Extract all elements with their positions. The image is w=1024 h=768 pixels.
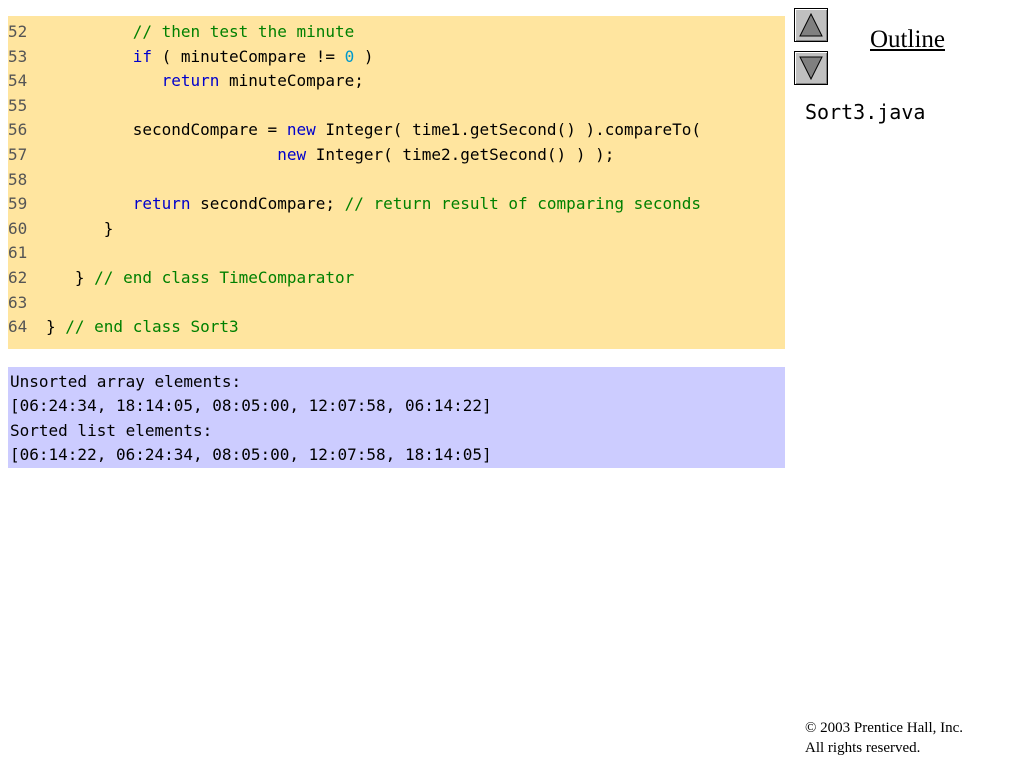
line-number: 52 bbox=[8, 22, 28, 41]
code-line: 59 return secondCompare; // return resul… bbox=[8, 192, 701, 216]
triangle-down-icon bbox=[799, 56, 823, 81]
code-token: 0 bbox=[344, 46, 355, 66]
code-line: 62 } // end class TimeComparator bbox=[8, 266, 354, 290]
output-line: [06:14:22, 06:24:34, 08:05:00, 12:07:58,… bbox=[10, 445, 492, 464]
code-line: 64} // end class Sort3 bbox=[8, 315, 239, 339]
output-line: Sorted list elements: bbox=[10, 421, 213, 440]
code-line: 58 bbox=[8, 168, 46, 192]
line-number: 60 bbox=[8, 218, 28, 238]
output-line: [06:24:34, 18:14:05, 08:05:00, 12:07:58,… bbox=[10, 396, 492, 415]
code-token: Integer( time2.getSecond() ) ); bbox=[306, 145, 615, 164]
code-token: return bbox=[161, 71, 220, 91]
outline-link[interactable]: Outline bbox=[870, 26, 945, 53]
code-token: // then test the minute bbox=[132, 22, 355, 41]
line-number: 57 bbox=[8, 145, 28, 164]
copyright-line: © 2003 Prentice Hall, Inc. bbox=[805, 720, 964, 736]
code-token: secondCompare; bbox=[190, 194, 345, 214]
triangle-up-icon bbox=[799, 12, 823, 37]
code-line: 55 bbox=[8, 94, 46, 118]
code-token bbox=[46, 194, 133, 213]
code-token bbox=[46, 47, 133, 66]
code-line: 63 bbox=[8, 291, 46, 315]
line-number: 56 bbox=[8, 120, 28, 140]
line-number: 59 bbox=[8, 194, 28, 214]
file-name: Sort3.java bbox=[805, 100, 926, 124]
next-slide-button[interactable] bbox=[794, 51, 828, 85]
code-line: 57 new Integer( time2.getSecond() ) ); bbox=[8, 143, 614, 167]
code-line: 54 return minuteCompare; bbox=[8, 69, 364, 93]
output-line: Unsorted array elements: bbox=[10, 372, 242, 391]
code-token: } bbox=[46, 218, 114, 238]
line-number: 62 bbox=[8, 268, 28, 287]
code-token: } bbox=[46, 268, 95, 287]
code-token: secondCompare = bbox=[46, 120, 287, 140]
copyright-notice: © 2003 Prentice Hall, Inc. All rights re… bbox=[805, 718, 963, 758]
code-token bbox=[46, 145, 277, 164]
code-line: 52 // then test the minute bbox=[8, 20, 354, 44]
code-token: ( minuteCompare != bbox=[151, 46, 345, 66]
code-token bbox=[46, 22, 133, 41]
line-number: 54 bbox=[8, 71, 28, 91]
line-number: 63 bbox=[8, 292, 28, 312]
line-number: 61 bbox=[8, 243, 28, 263]
code-token: Integer( time1.getSecond() ).compareTo( bbox=[315, 120, 702, 140]
line-number: 53 bbox=[8, 46, 28, 66]
code-line: 53 if ( minuteCompare != 0 ) bbox=[8, 45, 374, 69]
copyright-line: All rights reserved. bbox=[805, 740, 921, 756]
line-number: 64 bbox=[8, 317, 28, 337]
previous-slide-button[interactable] bbox=[794, 8, 828, 42]
program-output: Unsorted array elements: [06:24:34, 18:1… bbox=[8, 367, 785, 468]
code-token: return bbox=[132, 194, 191, 214]
code-token: new bbox=[286, 120, 316, 140]
code-token: ) bbox=[354, 46, 374, 66]
code-token: new bbox=[277, 145, 307, 164]
line-number: 58 bbox=[8, 169, 28, 189]
code-token: minuteCompare; bbox=[219, 71, 364, 91]
code-line: 61 bbox=[8, 241, 46, 265]
code-token: } bbox=[46, 317, 66, 337]
code-token: if bbox=[132, 46, 152, 66]
code-line: 56 secondCompare = new Integer( time1.ge… bbox=[8, 118, 701, 142]
code-token: // end class TimeComparator bbox=[94, 268, 355, 287]
code-token: // return result of comparing seconds bbox=[344, 194, 702, 214]
code-token bbox=[46, 71, 162, 90]
code-line: 60 } bbox=[8, 217, 113, 241]
code-token: // end class Sort3 bbox=[65, 317, 239, 337]
line-number: 55 bbox=[8, 95, 28, 115]
